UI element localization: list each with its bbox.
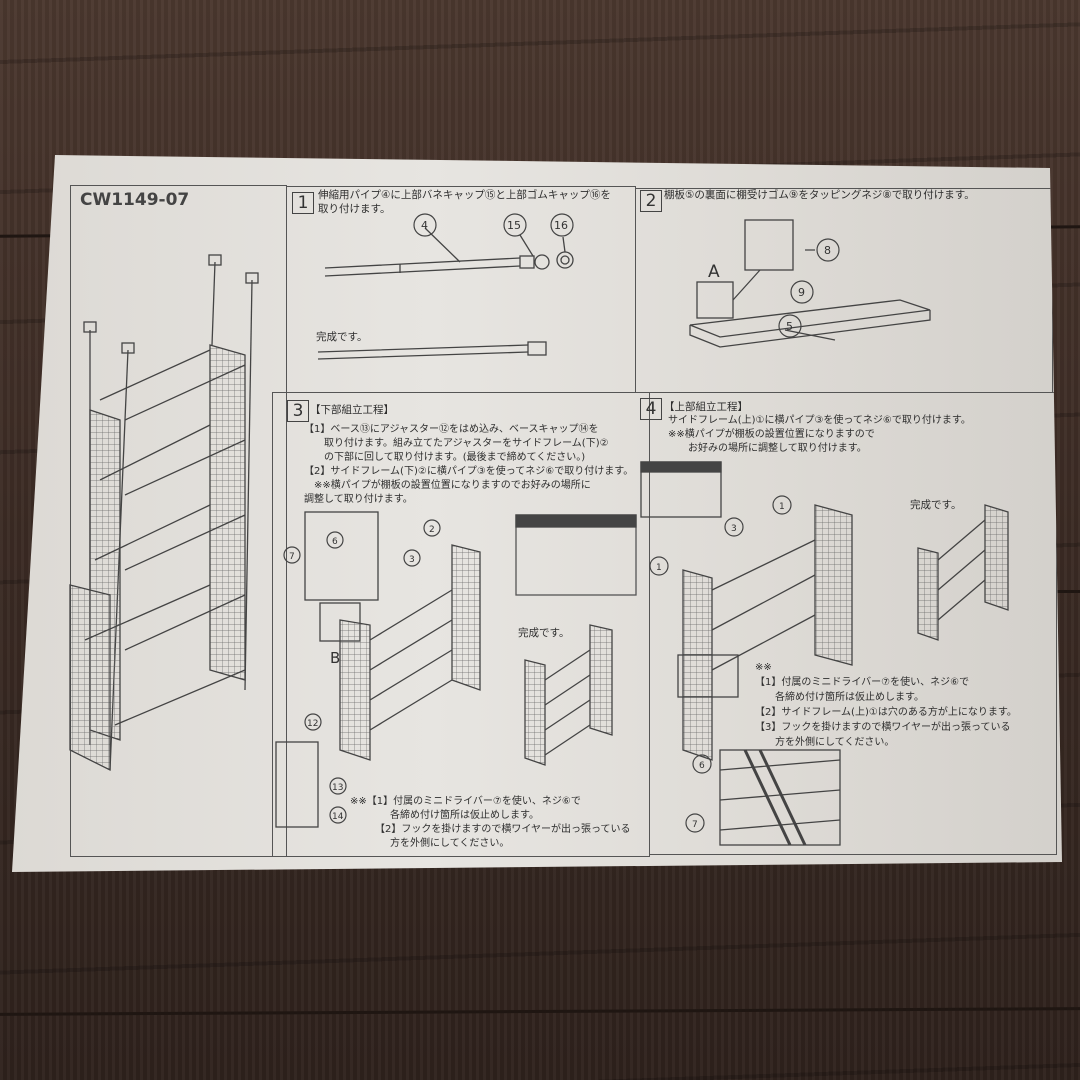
callout-6: 6 [332, 537, 338, 547]
callout-1-top: 1 [779, 502, 785, 512]
overview-panel [70, 185, 287, 857]
step4-note: ※※ 【1】付属のミニドライバー⑦を使い、ネジ⑥で 各締め付け箇所は仮止めします… [755, 662, 1017, 748]
step1-done: 完成です。 [316, 331, 368, 343]
callout-9: 9 [798, 286, 805, 299]
upper-frame-drawing [640, 461, 1009, 846]
callout-7: 7 [289, 552, 295, 562]
model-number: CW1149-07 [80, 190, 190, 210]
callout-1-left: 1 [656, 563, 662, 573]
callout-3-top: 3 [731, 524, 737, 534]
step4-done: 完成です。 [910, 499, 962, 511]
step3-note: ※※【1】付属のミニドライバー⑦を使い、ネジ⑥で 各締め付け箇所は仮止めします。… [350, 796, 631, 849]
shelf-board-drawing [689, 219, 931, 348]
step3-done: 完成です。 [518, 627, 570, 639]
step2-text: 棚板⑤の裏面に棚受けゴム⑨をタッピングネジ⑧で取り付けます。 [664, 189, 975, 201]
callout-2: 2 [429, 525, 435, 535]
detail-label-b: B [330, 649, 340, 667]
callout-14: 14 [332, 812, 344, 822]
step3-number: 3 [287, 400, 309, 422]
callout-circles [283, 213, 840, 833]
callout-12: 12 [307, 719, 318, 729]
callout-8: 8 [824, 244, 831, 257]
callout-15: 15 [507, 219, 521, 232]
detail-label-a: A [708, 262, 720, 282]
step1-text: 伸縮用パイプ④に上部バネキャップ⑮と上部ゴムキャップ⑯を 取り付けます。 [318, 189, 611, 215]
step4-number: 4 [640, 398, 662, 420]
callout-4: 4 [421, 219, 428, 232]
lower-frame-drawing [275, 511, 637, 828]
telescopic-pipe-drawing [317, 227, 574, 360]
step1-number: 1 [292, 192, 314, 214]
callout-6-top: 6 [699, 761, 705, 771]
step4-text: サイドフレーム(上)①に横パイプ③を使ってネジ⑥で取り付けます。 ※※横パイプが… [668, 415, 971, 454]
step3-text: 【1】ベース⑬にアジャスター⑫をはめ込み、ベースキャップ⑭を 取り付けます。組み… [304, 424, 634, 505]
step3-heading: 【下部組立工程】 [310, 404, 394, 416]
callout-5: 5 [786, 320, 793, 333]
step4-heading: 【上部組立工程】 [664, 401, 748, 413]
callout-16: 16 [554, 219, 568, 232]
callout-3: 3 [409, 555, 415, 565]
callout-7-top: 7 [692, 820, 698, 830]
shelf-overview-drawing [69, 254, 259, 772]
step4-panel [649, 392, 1057, 855]
callout-13: 13 [332, 783, 343, 793]
step2-number: 2 [640, 190, 662, 212]
